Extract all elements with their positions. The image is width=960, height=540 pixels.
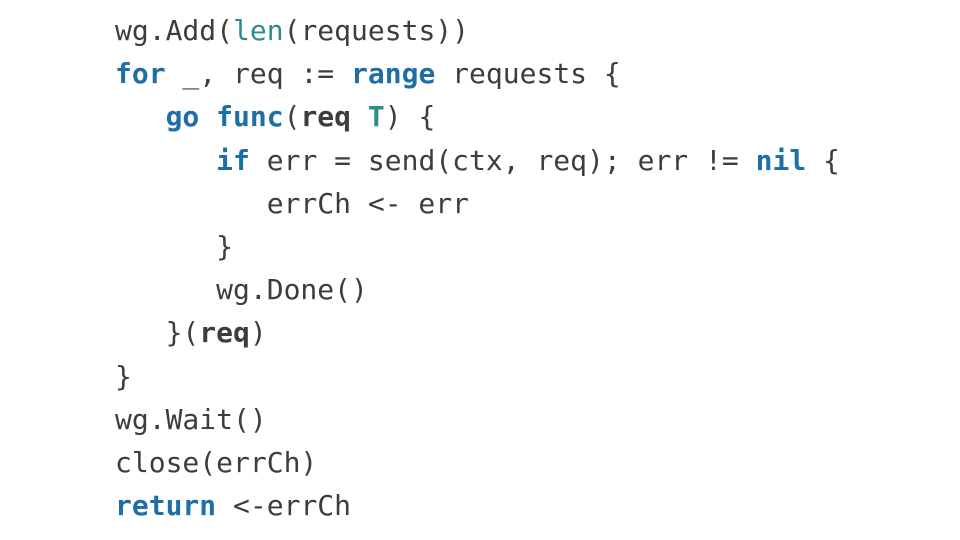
code-line: } [115, 355, 960, 398]
code-token-plain: ( [283, 100, 301, 134]
code-token-plain: (requests)) [283, 14, 470, 47]
code-token-kw: func [216, 100, 284, 134]
code-token-b: req [199, 316, 250, 350]
code-token-plain: errCh <- err [115, 186, 470, 220]
code-token-kw: range [351, 57, 436, 91]
code-token-plain: wg.Wait() [115, 402, 267, 436]
code-token-plain: close(errCh) [115, 446, 318, 480]
code-token-kw: go [165, 100, 200, 134]
code-token-b: req [300, 100, 352, 134]
code-line: errCh <- err [115, 182, 960, 225]
code-token-kw: return [115, 489, 217, 523]
code-token-kw: nil [755, 143, 807, 177]
code-token-plain: wg.Done() [115, 273, 368, 307]
code-line: wg.Done() [115, 268, 960, 311]
code-line: } [115, 225, 960, 268]
code-token-plain: err = send(ctx, req); err != [249, 143, 756, 177]
code-line: return <-errCh [115, 484, 960, 527]
code-block: wg.Add(len(requests))for _, req := range… [115, 9, 960, 527]
code-token-plain: requests { [435, 57, 621, 91]
code-line: close(errCh) [115, 441, 960, 484]
code-line: if err = send(ctx, req); err != nil { [115, 139, 960, 182]
code-token-plain: } [115, 230, 234, 264]
code-line: }(req) [115, 311, 960, 354]
code-token-plain: ) { [384, 100, 436, 134]
code-line: wg.Add(len(requests)) [115, 9, 960, 52]
code-line: wg.Wait() [115, 398, 960, 441]
code-token-plain: { [806, 143, 840, 177]
code-token-kw: if [216, 143, 250, 177]
code-token-plain: <-errCh [216, 489, 352, 523]
code-line: go func(req T) { [115, 95, 960, 138]
code-token-plain: ) [249, 316, 267, 350]
code-token-plain [115, 144, 216, 177]
code-line: for _, req := range requests { [115, 52, 960, 95]
code-token-plain [115, 100, 166, 133]
code-token-kw: for [115, 57, 166, 91]
code-token-plain: wg.Add( [115, 14, 234, 47]
code-token-plain: _, req := [165, 57, 352, 91]
code-token-plain: }( [115, 316, 200, 350]
code-token-plain [351, 100, 368, 133]
code-token-builtin: len [233, 14, 284, 47]
code-token-type: T [367, 100, 385, 134]
code-token-plain: } [115, 359, 132, 393]
code-token-plain [199, 100, 216, 133]
